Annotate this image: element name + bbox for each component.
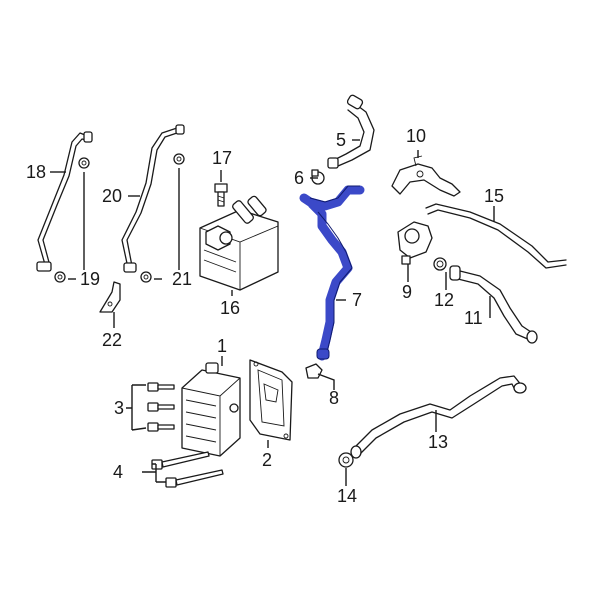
callout-8: 8 — [329, 388, 339, 408]
callout-6: 6 — [294, 168, 304, 188]
callout-20: 20 — [102, 186, 122, 206]
part-19-seal[interactable] — [54, 157, 90, 283]
part-6-clamp[interactable] — [311, 169, 325, 185]
part-12-clamp[interactable] — [433, 257, 447, 271]
part-5-hose[interactable] — [327, 94, 375, 169]
callout-11: 11 — [464, 308, 483, 328]
part-7-hose-highlighted[interactable] — [299, 185, 365, 361]
part-21-seal[interactable] — [140, 153, 185, 283]
part-22-bracket[interactable] — [99, 281, 121, 313]
leader-lines — [50, 139, 495, 486]
callout-21: 21 — [172, 269, 192, 289]
callout-14: 14 — [337, 486, 357, 506]
part-16-cooler[interactable] — [199, 195, 279, 291]
callout-13: 13 — [428, 432, 448, 452]
callout-19: 19 — [80, 269, 100, 289]
part-10-bracket[interactable] — [391, 155, 461, 197]
callout-10: 10 — [406, 126, 426, 146]
callout-12: 12 — [434, 290, 454, 310]
part-15-hose[interactable] — [425, 203, 567, 269]
part-13-hose[interactable] — [350, 375, 527, 459]
callout-2: 2 — [262, 450, 272, 470]
callout-9: 9 — [402, 282, 412, 302]
callout-16: 16 — [220, 298, 240, 318]
part-2-gasket[interactable] — [249, 359, 293, 441]
part-20-line[interactable] — [121, 124, 185, 273]
callout-17: 17 — [212, 148, 232, 168]
callout-3: 3 — [114, 398, 124, 418]
callout-4: 4 — [113, 462, 123, 482]
callout-1: 1 — [217, 336, 227, 356]
hose-7-body — [299, 185, 365, 361]
callout-18: 18 — [26, 162, 46, 182]
hose-7-end — [316, 348, 330, 360]
part-1-oil-cooler[interactable] — [181, 362, 241, 457]
callout-7: 7 — [352, 290, 362, 310]
callout-15: 15 — [484, 186, 504, 206]
part-3-bolts[interactable] — [147, 382, 175, 432]
part-17-bolt[interactable] — [214, 183, 228, 207]
part-18-line[interactable] — [36, 131, 93, 272]
part-9-valve[interactable] — [397, 221, 433, 265]
part-11-hose[interactable] — [449, 265, 538, 344]
callout-22: 22 — [102, 330, 122, 350]
callout-labels: 18 19 20 21 22 17 16 1 2 3 4 5 6 7 8 10 … — [26, 126, 504, 506]
part-14-clamp[interactable] — [338, 452, 354, 468]
part-8-clip[interactable] — [305, 363, 323, 379]
callout-5: 5 — [336, 130, 346, 150]
